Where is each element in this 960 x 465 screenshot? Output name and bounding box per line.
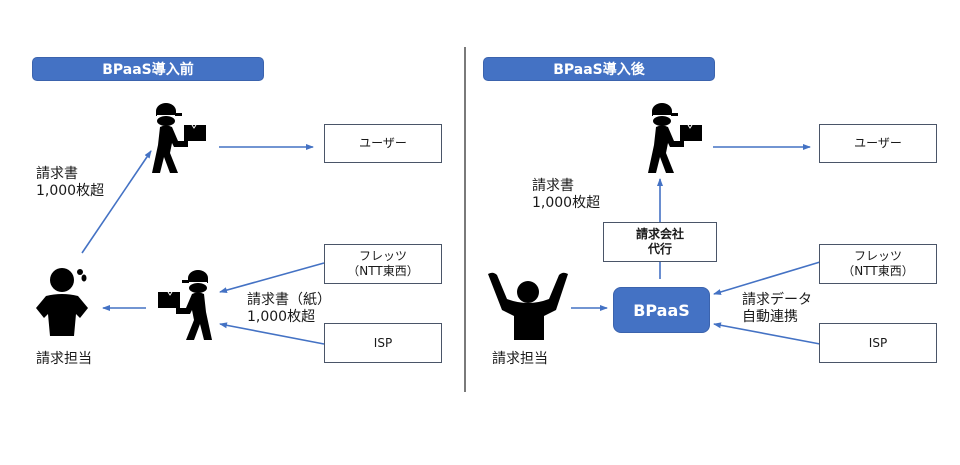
delivery-person-icon	[158, 270, 212, 340]
user-box: ユーザー	[324, 124, 442, 163]
arrow-staff-to-courier	[81, 150, 152, 254]
paper-invoice-label: 請求書（紙） 1,000枚超	[247, 292, 331, 325]
flets-box-after: フレッツ （NTT東西）	[819, 244, 937, 284]
arrow-flets-to-bpaas	[713, 261, 821, 295]
cheering-person-icon	[488, 272, 568, 340]
bpaas-box: BPaaS	[613, 287, 710, 333]
agency-box: 請求会社 代行	[603, 222, 717, 262]
billing-staff-label: 請求担当	[36, 351, 92, 367]
isp-box: ISP	[324, 323, 442, 363]
flets-box: フレッツ （NTT東西）	[324, 244, 442, 284]
isp-box-after: ISP	[819, 323, 937, 363]
user-box-after: ユーザー	[819, 124, 937, 163]
delivery-person-icon	[648, 103, 702, 173]
delivery-person-icon	[152, 103, 206, 173]
worried-person-icon	[36, 268, 88, 336]
invoice-count-label-after: 請求書 1,000枚超	[532, 178, 601, 211]
section-divider	[464, 47, 466, 392]
arrow-isp-to-bpaas	[713, 322, 821, 345]
billing-staff-label-after: 請求担当	[492, 351, 548, 367]
after-header: BPaaS導入後	[483, 57, 715, 81]
data-link-label: 請求データ 自動連携	[742, 292, 812, 325]
invoice-count-label: 請求書 1,000枚超	[36, 166, 105, 199]
arrow-flets-to-courier2	[219, 262, 325, 294]
arrow-isp-to-courier2	[219, 322, 325, 345]
before-header: BPaaS導入前	[32, 57, 264, 81]
